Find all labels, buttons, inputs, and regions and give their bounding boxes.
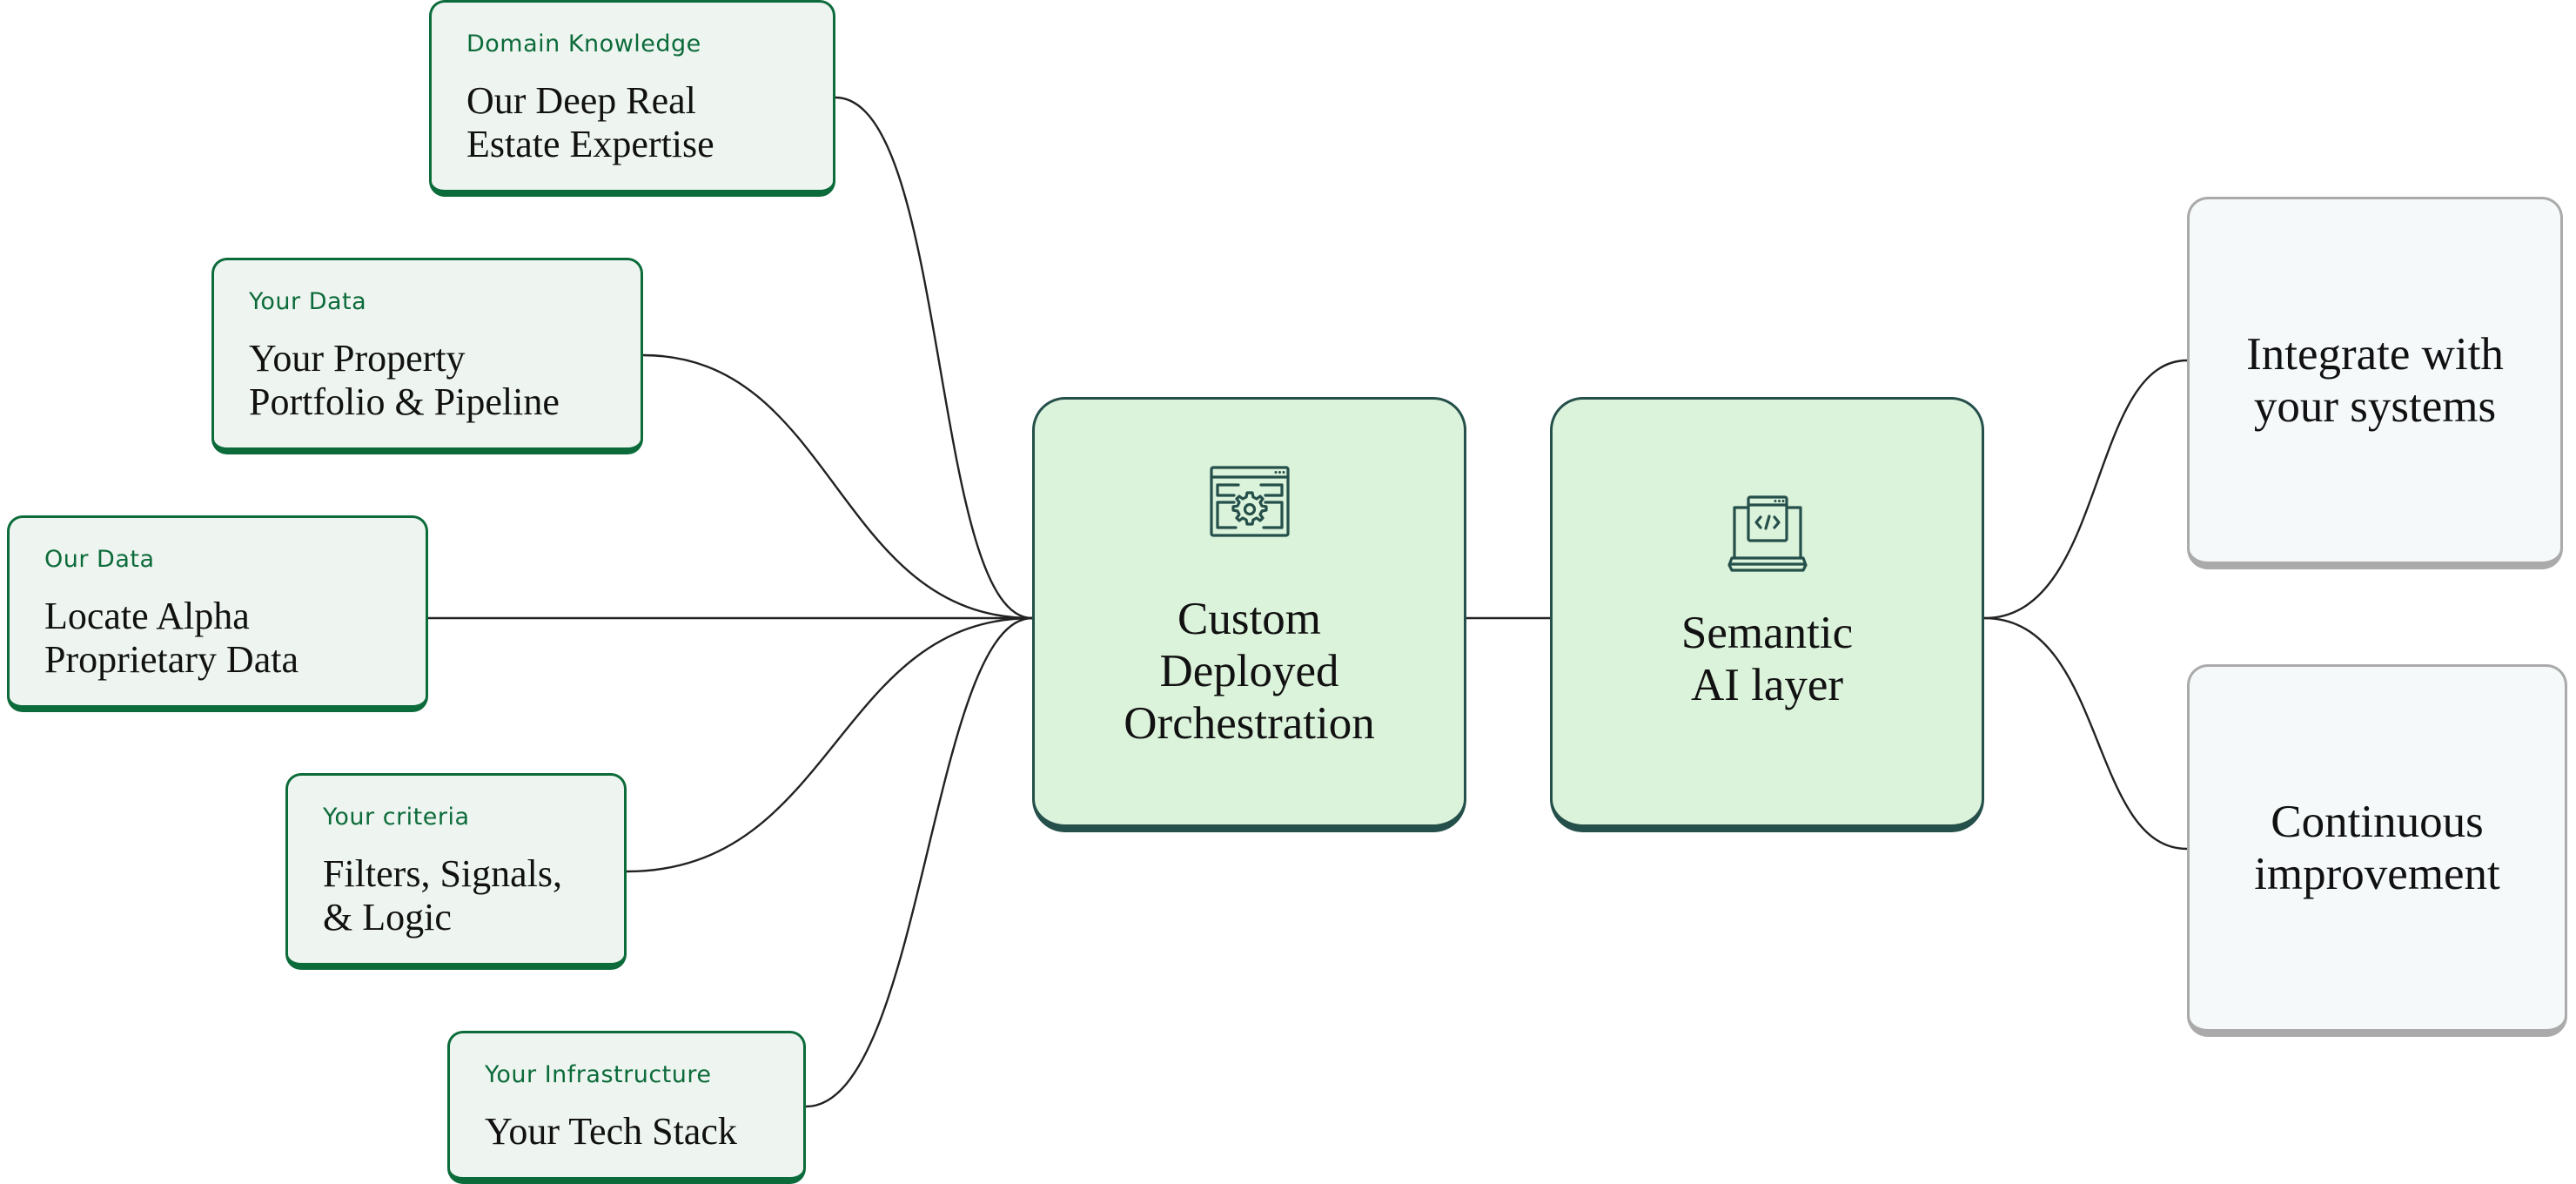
connector-semantic-to-integrate [1983, 359, 2188, 620]
output-card-integrate[interactable]: Integrate with your systems [2187, 197, 2563, 569]
hub-card-semantic-ai-layer[interactable]: Semantic AI layer [1550, 397, 1984, 832]
hub-card-orchestration[interactable]: Custom Deployed Orchestration [1032, 397, 1466, 832]
browser-gear-icon [1209, 466, 1290, 537]
hub-title: Semantic AI layer [1680, 608, 1854, 710]
input-card-our-data[interactable]: Our Data Locate Alpha Proprietary Data [7, 515, 428, 712]
input-card-your-infrastructure[interactable]: Your Infrastructure Your Tech Stack [447, 1031, 806, 1184]
input-card-your-criteria[interactable]: Your criteria Filters, Signals, & Logic [285, 773, 627, 970]
laptop-code-icon [1727, 495, 1808, 572]
output-title: Continuous improvement [2254, 797, 2500, 899]
card-title: Filters, Signals, & Logic [323, 852, 563, 938]
connector-domain-to-orchestration [835, 96, 1033, 620]
card-eyebrow: Our Data [44, 546, 155, 573]
card-title: Locate Alpha Proprietary Data [44, 595, 299, 681]
connector-your-data-to-orchestration [642, 353, 1033, 620]
card-title: Your Tech Stack [485, 1110, 737, 1153]
input-card-domain-knowledge[interactable]: Domain Knowledge Our Deep Real Estate Ex… [429, 0, 835, 197]
connector-criteria-to-orchestration [626, 616, 1033, 873]
card-eyebrow: Domain Knowledge [466, 30, 701, 57]
connector-semantic-to-continuous [1983, 616, 2188, 851]
output-title: Integrate with your systems [2246, 329, 2504, 432]
card-eyebrow: Your Infrastructure [485, 1061, 712, 1088]
card-title: Our Deep Real Estate Expertise [466, 79, 714, 165]
card-eyebrow: Your Data [249, 288, 367, 315]
card-eyebrow: Your criteria [323, 804, 470, 831]
hub-title: Custom Deployed Orchestration [1124, 594, 1375, 749]
connector-infra-to-orchestration [805, 616, 1033, 1108]
card-title: Your Property Portfolio & Pipeline [249, 337, 560, 423]
output-card-continuous-improvement[interactable]: Continuous improvement [2187, 664, 2567, 1037]
input-card-your-data[interactable]: Your Data Your Property Portfolio & Pipe… [211, 258, 643, 454]
